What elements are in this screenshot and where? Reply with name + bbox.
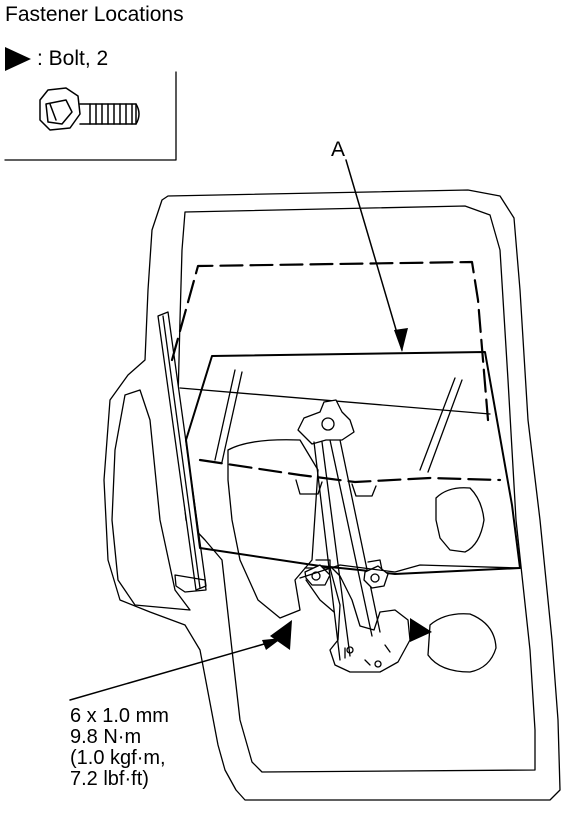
service-hole-bottom [427, 613, 497, 673]
bolt-arrow-right-icon [410, 618, 432, 642]
service-hole-right [435, 487, 485, 553]
bolt-legend-label: : Bolt, 2 [37, 47, 109, 70]
bolt-legend: : Bolt, 2 [5, 46, 108, 72]
diagram-title: Fastener Locations [5, 3, 184, 26]
legend-box [4, 71, 177, 161]
glass-upper-position [170, 260, 490, 422]
torque-leader-arrowhead [262, 638, 282, 650]
door-inner-panel [177, 205, 536, 773]
service-hole-large [227, 439, 319, 619]
bolt-arrow-left-icon [270, 620, 292, 650]
torque-spec: 6 x 1.0 mm 9.8 N·m (1.0 kgf·m, 7.2 lbf·f… [70, 706, 169, 790]
door-outer-panel [103, 189, 561, 801]
callout-a-arrowhead [394, 328, 408, 352]
callout-a-label: A [331, 138, 346, 161]
torque-spec-kgfm: (1.0 kgf·m, [70, 747, 166, 769]
torque-spec-size: 6 x 1.0 mm [70, 705, 169, 727]
callout-a-leader [345, 159, 403, 351]
torque-leader [69, 639, 279, 701]
bolt-icon [39, 87, 140, 131]
black-arrow-icon [5, 47, 31, 71]
torque-spec-nm: 9.8 N·m [70, 726, 142, 748]
window-regulator [297, 399, 411, 673]
torque-spec-lbfft: 7.2 lbf·ft) [70, 768, 149, 790]
